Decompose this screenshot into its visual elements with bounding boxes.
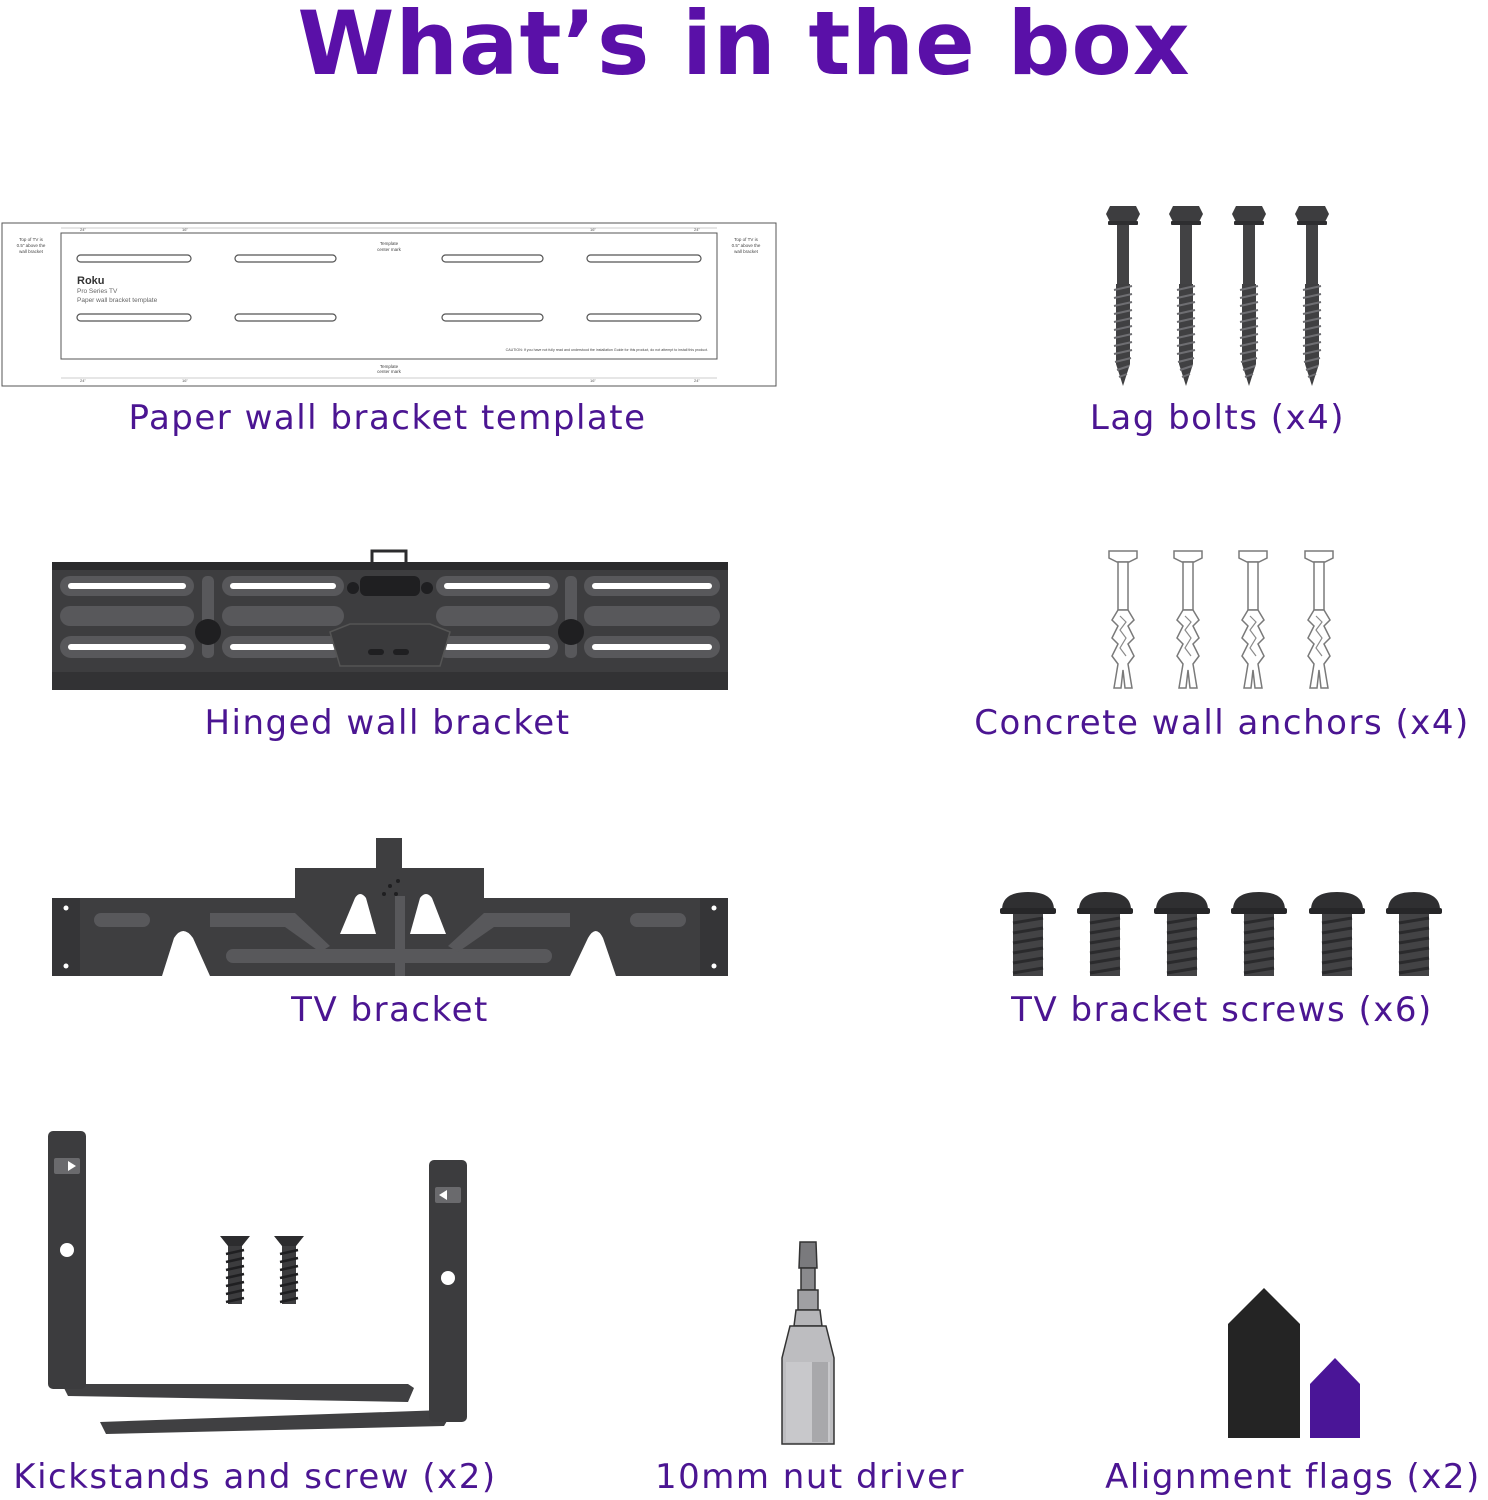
item-label: Paper wall bracket template [128, 398, 647, 438]
nut-driver-icon [776, 1238, 846, 1450]
kickstand-icon [40, 1126, 480, 1446]
template-ruler-label: 16" [182, 227, 188, 232]
template-left-note: 0.5" above the [17, 243, 46, 248]
item-label: 10mm nut driver [654, 1457, 966, 1497]
template-right-note: Top of TV is [734, 237, 758, 242]
template-left-note: wall bracket [19, 249, 44, 254]
item-label: TV bracket screws (x6) [1011, 990, 1433, 1030]
template-center-mark: Template [380, 241, 399, 246]
template-ruler-label: 24" [694, 227, 700, 232]
tv-bracket-icon [50, 836, 730, 981]
template-ruler-label: 16" [182, 378, 188, 383]
item-label: Concrete wall anchors (x4) [974, 703, 1470, 743]
lag-bolt-icon [1100, 204, 1340, 390]
template-ruler-label: 24" [80, 227, 86, 232]
paper-template-icon: 24" 16" 16" 24" 24" 16" 16" 24" Top of T… [0, 220, 780, 390]
template-right-note: wall bracket [734, 249, 759, 254]
page-title: What’s in the box [297, 0, 1191, 95]
item-label: Hinged wall bracket [204, 703, 571, 743]
template-ruler-label: 16" [590, 227, 596, 232]
template-center-mark: center mark [377, 369, 402, 374]
template-right-note: 0.5" above the [732, 243, 761, 248]
template-left-note: Top of TV is [19, 237, 43, 242]
item-label: Alignment flags (x2) [1105, 1457, 1481, 1497]
item-label: Lag bolts (x4) [1089, 398, 1346, 438]
template-ruler-label: 24" [80, 378, 86, 383]
item-label: Kickstands and screw (x2) [13, 1457, 497, 1497]
template-center-mark: Template [380, 364, 399, 369]
item-label: TV bracket [291, 990, 489, 1030]
template-center-mark: center mark [377, 247, 402, 252]
template-caution: CAUTION: If you have not fully read and … [506, 348, 708, 352]
template-ruler-label: 16" [590, 378, 596, 383]
template-ruler-label: 24" [694, 378, 700, 383]
alignment-flag-icon [1226, 1286, 1362, 1442]
bracket-screw-icon [998, 888, 1446, 980]
template-product: Pro Series TV [77, 288, 118, 295]
template-subtitle: Paper wall bracket template [77, 297, 158, 304]
wall-anchor-icon [1105, 548, 1339, 693]
hinged-bracket-icon [50, 548, 730, 693]
template-brand: Roku [77, 275, 105, 287]
